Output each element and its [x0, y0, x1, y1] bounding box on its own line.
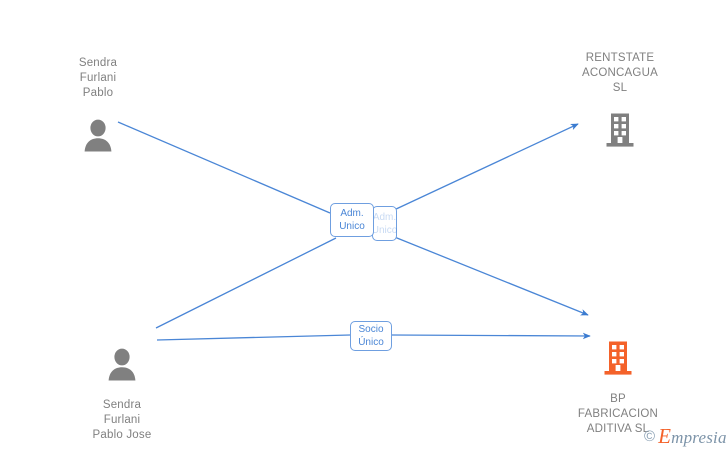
person-icon: [38, 116, 158, 154]
watermark-empresia: © Empresia: [644, 424, 727, 449]
node-company-bp-fabricacion-label: BP FABRICACION ADITIVA SL: [577, 393, 659, 435]
building-icon: [552, 339, 684, 377]
edge-person-bottom-left-to-socio-unico: [156, 334, 351, 341]
copyright-icon: ©: [644, 428, 656, 445]
node-company-bp-fabricacion[interactable]: BP FABRICACION ADITIVA SL: [552, 324, 684, 450]
node-person-bottom-left-label: Sendra Furlani Pablo Jose: [92, 399, 152, 441]
edge-person-bottom-left-to-adm-unico: [155, 237, 337, 329]
watermark-brand: Empresia: [658, 424, 727, 449]
node-person-top-left-label: Sendra Furlani Pablo: [78, 57, 118, 99]
edge-person-top-left-to-adm-unico: [117, 121, 331, 214]
person-icon: [62, 345, 182, 383]
edge-label-adm-unico-text: Adm. Unico: [339, 208, 365, 232]
node-company-rentstate-label: RENTSTATE ACONCAGUA SL: [582, 52, 658, 94]
edge-label-adm-unico-back[interactable]: Adm. Unico: [372, 206, 397, 241]
edge-adm-unico-to-bp-fabricacion: [391, 235, 589, 316]
edge-socio-unico-to-bp-fabricacion: [391, 332, 591, 340]
node-company-rentstate[interactable]: RENTSTATE ACONCAGUA SL: [557, 36, 683, 164]
node-person-bottom-left[interactable]: Sendra Furlani Pablo Jose: [62, 330, 182, 450]
edge-label-socio-unico[interactable]: Socio Único: [350, 321, 392, 351]
node-person-top-left[interactable]: Sendra Furlani Pablo: [38, 41, 158, 169]
building-icon: [557, 111, 683, 149]
edge-label-adm-unico[interactable]: Adm. Unico: [330, 203, 374, 237]
edge-adm-unico-to-rentstate: [393, 123, 579, 211]
edge-label-socio-unico-text: Socio Único: [358, 324, 384, 348]
edge-label-adm-unico-back-text: Adm. Unico: [371, 211, 398, 236]
watermark-brand-rest: mpresia: [671, 428, 727, 447]
watermark-brand-initial: E: [658, 424, 672, 448]
